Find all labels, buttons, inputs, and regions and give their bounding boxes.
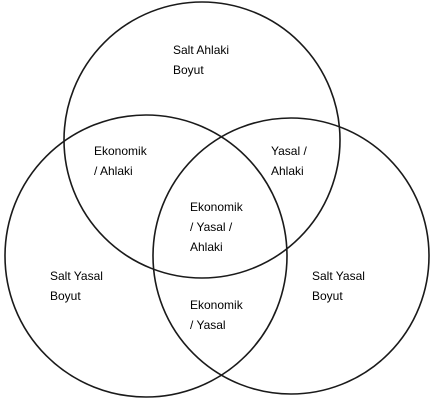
label-line: Ahlaki [271, 164, 304, 178]
label-yasal-ahlaki: Yasal / Ahlaki [271, 141, 307, 181]
label-line: Boyut [50, 289, 81, 303]
label-line: Salt Yasal [312, 269, 365, 283]
label-line: Ekonomik [190, 298, 243, 312]
label-line: Boyut [173, 63, 204, 77]
label-line: Yasal / [271, 144, 307, 158]
left-circle [4, 114, 288, 398]
label-line: Boyut [312, 289, 343, 303]
label-ekonomik-yasal: Ekonomik / Yasal [190, 295, 243, 335]
label-line: / Ahlaki [94, 164, 133, 178]
label-line: Salt Yasal [50, 269, 103, 283]
label-line: Salt Ahlaki [173, 43, 230, 57]
label-salt-yasal-boyut-right: Salt Yasal Boyut [312, 266, 365, 306]
label-salt-yasal-boyut-left: Salt Yasal Boyut [50, 266, 103, 306]
top-circle [63, 1, 341, 279]
label-line: Ahlaki [190, 240, 223, 254]
right-circle [152, 117, 430, 395]
label-line: / Yasal / [190, 220, 233, 234]
label-line: Ekonomik [190, 200, 243, 214]
label-ekonomik-ahlaki: Ekonomik / Ahlaki [94, 141, 147, 181]
label-salt-ahlaki-boyut: Salt Ahlaki Boyut [173, 40, 229, 80]
label-line: / Yasal [190, 318, 226, 332]
label-ekonomik-yasal-ahlaki: Ekonomik / Yasal / Ahlaki [190, 197, 243, 257]
label-line: Ekonomik [94, 144, 147, 158]
